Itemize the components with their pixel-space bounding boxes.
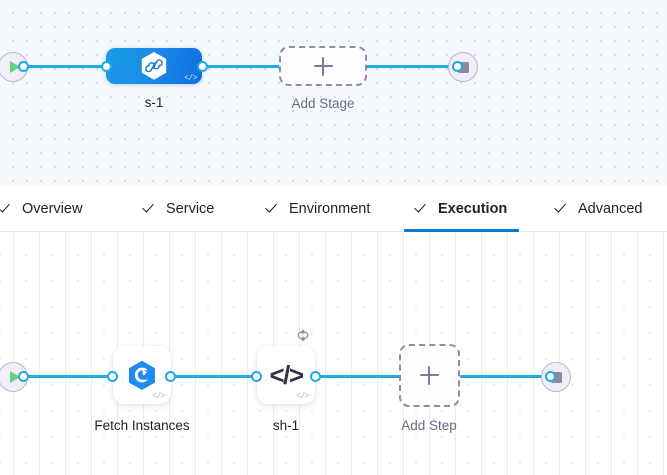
deployment-hexagon-icon [141, 52, 167, 80]
execution-graph-canvas[interactable]: </> Fetch Instances </> </> sh-1 Add Ste [0, 232, 667, 475]
check-icon [416, 203, 429, 216]
port-start-output[interactable] [18, 61, 29, 72]
edge-add-stage-to-end [364, 65, 457, 68]
tab-execution-label: Execution [438, 201, 508, 217]
active-tab-underline [404, 229, 520, 232]
tab-advanced[interactable]: Advanced [556, 186, 643, 232]
add-step-label: Add Step [401, 418, 457, 433]
port-exec-start-output[interactable] [18, 371, 29, 382]
edge-start-to-fetch-instances [22, 375, 111, 378]
plus-icon [420, 366, 439, 385]
port-stage-input[interactable] [101, 61, 112, 72]
tab-service[interactable]: Service [144, 186, 214, 232]
plus-icon [313, 56, 333, 76]
tab-environment[interactable]: Environment [267, 186, 370, 232]
step-node-sh-1-label: sh-1 [272, 418, 300, 433]
pipeline-start-node[interactable] [0, 52, 28, 82]
edge-add-step-to-end [460, 375, 549, 378]
port-sh-1-input[interactable] [251, 371, 262, 382]
add-stage-button[interactable] [279, 46, 367, 86]
code-badge-icon: </> [152, 392, 165, 401]
repeat-loop-icon [297, 329, 309, 342]
check-icon [0, 203, 13, 216]
check-icon [267, 203, 280, 216]
check-icon [144, 203, 157, 216]
tab-advanced-label: Advanced [578, 201, 643, 217]
step-node-sh-1[interactable]: </> </> [257, 329, 315, 404]
stage-node-s-1[interactable]: </> [106, 48, 202, 84]
play-icon [9, 61, 20, 73]
port-stage-output[interactable] [197, 61, 208, 72]
add-step-button[interactable] [399, 344, 460, 407]
code-badge-icon: </> [184, 74, 197, 83]
shell-script-icon: </> [269, 360, 304, 390]
tab-overview-label: Overview [22, 201, 83, 217]
stop-icon [550, 371, 562, 383]
step-node-fetch-instances-label: Fetch Instances [94, 418, 190, 433]
add-stage-label: Add Stage [291, 96, 355, 111]
edge-start-to-stage [22, 65, 114, 68]
port-exec-end-input[interactable] [545, 371, 556, 382]
port-fetch-instances-input[interactable] [107, 371, 118, 382]
check-icon [556, 203, 569, 216]
shell-script-glyph: </> [269, 360, 304, 390]
stage-graph-canvas[interactable]: </> s-1 Add Stage [0, 0, 667, 186]
port-sh-1-output[interactable] [310, 371, 321, 382]
port-fetch-instances-output[interactable] [165, 371, 176, 382]
tab-execution[interactable]: Execution [404, 186, 520, 232]
stage-node-label: s-1 [144, 95, 164, 110]
stop-icon [457, 61, 469, 73]
code-badge-icon: </> [296, 392, 309, 401]
tab-environment-label: Environment [289, 201, 371, 217]
step-node-fetch-instances[interactable]: </> [113, 346, 171, 404]
stage-config-tab-bar: Overview Service Environment Execution A… [0, 186, 667, 232]
tab-service-label: Service [166, 201, 215, 217]
edge-fetch-instances-to-sh-1 [168, 375, 256, 378]
play-icon [9, 371, 20, 383]
cloud-hexagon-icon [128, 360, 156, 390]
port-end-input[interactable] [452, 61, 463, 72]
edge-sh-1-to-add-step [313, 375, 400, 378]
tab-overview[interactable]: Overview [0, 186, 82, 232]
edge-stage-to-add-stage [200, 65, 282, 68]
